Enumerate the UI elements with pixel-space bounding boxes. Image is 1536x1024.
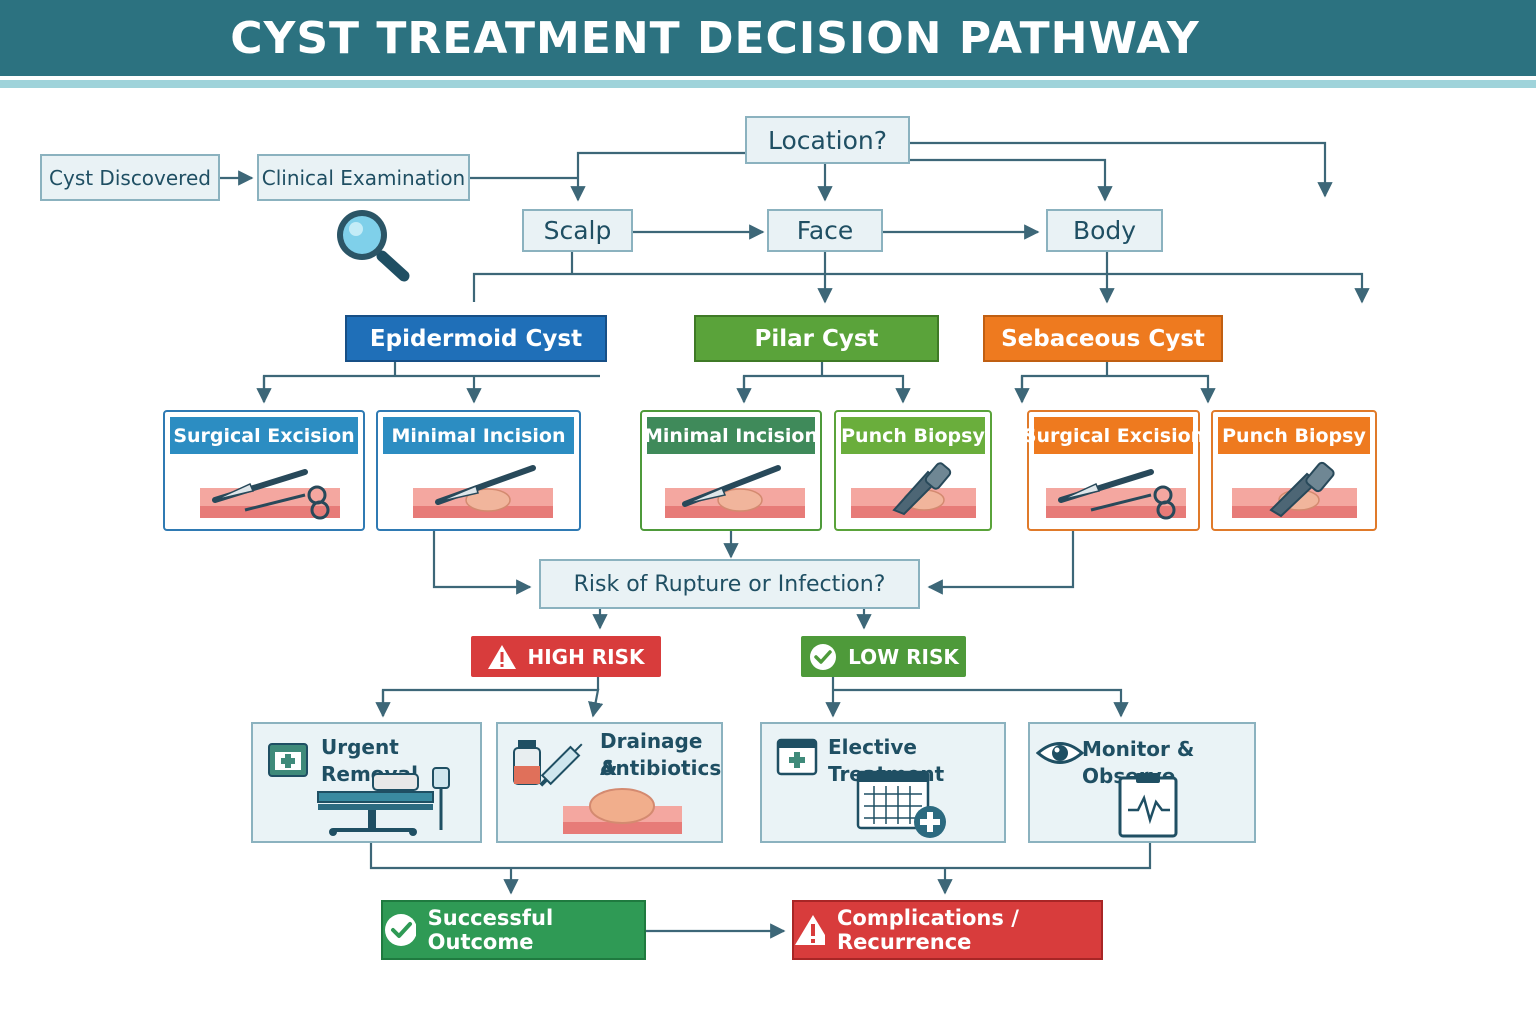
procedure-label: Punch Biopsy (1218, 417, 1370, 454)
procedure-label: Minimal Incision (383, 417, 574, 454)
procedure-card-surgical-excision: Surgical Excision (163, 410, 365, 531)
procedure-card-punch-biopsy: Punch Biopsy (834, 410, 992, 531)
pilar-cyst-node: Pilar Cyst (694, 315, 939, 362)
calendar-medical-icon (776, 738, 818, 776)
high-risk-label: HIGH RISK (527, 644, 645, 669)
drainage-label-line2: Antibiotics (600, 756, 722, 780)
procedure-card-minimal-incision: Minimal Incision (376, 410, 581, 531)
syringe-vial-icon (513, 740, 583, 787)
scalpel-scissors-icon (1046, 469, 1186, 520)
epidermoid-cyst-node: Epidermoid Cyst (345, 315, 607, 362)
surgery-bed-icon (317, 767, 450, 836)
clipboard-chart-icon (1118, 773, 1178, 838)
complications-recurrence-node: Complications / Recurrence (792, 900, 1103, 960)
successful-outcome-label: Successful Outcome (427, 906, 554, 954)
checkmark-icon (810, 643, 837, 670)
procedure-label: Minimal Incision (644, 417, 818, 454)
drainage-label-line1: Drainage & (600, 729, 703, 780)
clinical-examination-node: Clinical Examination (257, 154, 470, 201)
magnifier-icon (337, 210, 410, 282)
calendar-add-icon (856, 770, 946, 838)
procedure-label: Punch Biopsy (841, 417, 985, 454)
page-title: CYST TREATMENT DECISION PATHWAY (230, 12, 1200, 64)
title-underline (0, 80, 1536, 88)
sebaceous-cyst-node: Sebaceous Cyst (983, 315, 1223, 362)
scalpel-icon (413, 465, 553, 518)
complications-recurrence-label: Complications / Recurrence (837, 906, 1019, 954)
location-question-node: Location? (745, 116, 910, 164)
scalpel-scissors-icon (200, 469, 340, 520)
successful-outcome-node: Successful Outcome (381, 900, 646, 960)
warning-icon (795, 915, 825, 945)
treatment-card-urgent-removal: Urgent Removal (251, 722, 482, 843)
punch-tool-icon (851, 462, 976, 518)
warning-icon (488, 645, 517, 669)
medical-kit-icon (268, 743, 308, 777)
punch-tool-icon (1232, 461, 1357, 518)
scalpel-icon (665, 465, 805, 518)
low-risk-badge: LOW RISK (801, 636, 966, 677)
eye-icon (1036, 742, 1084, 764)
procedure-label: Surgical Excision (170, 417, 358, 454)
treatment-card-elective-treatment: Elective Treatment (760, 722, 1006, 843)
procedure-card-punch-biopsy: Punch Biopsy (1211, 410, 1377, 531)
procedure-card-minimal-incision: Minimal Incision (640, 410, 822, 531)
procedure-card-surgical-excision: Surgical Excision (1023, 410, 1204, 531)
cyst-skin-icon (563, 788, 682, 834)
procedure-label: Surgical Excision (1023, 417, 1204, 454)
face-node: Face (767, 209, 883, 252)
scalp-node: Scalp (522, 209, 633, 252)
checkmark-icon (385, 914, 416, 946)
cyst-discovered-node: Cyst Discovered (40, 154, 220, 201)
treatment-card-monitor-observe: Monitor & Observe (1028, 722, 1256, 843)
treatment-card-drainage-antibiotics: Drainage & Antibiotics (496, 722, 723, 843)
low-risk-label: LOW RISK (848, 644, 959, 669)
title-bar (0, 0, 1536, 76)
body-node: Body (1046, 209, 1163, 252)
risk-question-node: Risk of Rupture or Infection? (539, 559, 920, 609)
high-risk-badge: HIGH RISK (471, 636, 661, 677)
